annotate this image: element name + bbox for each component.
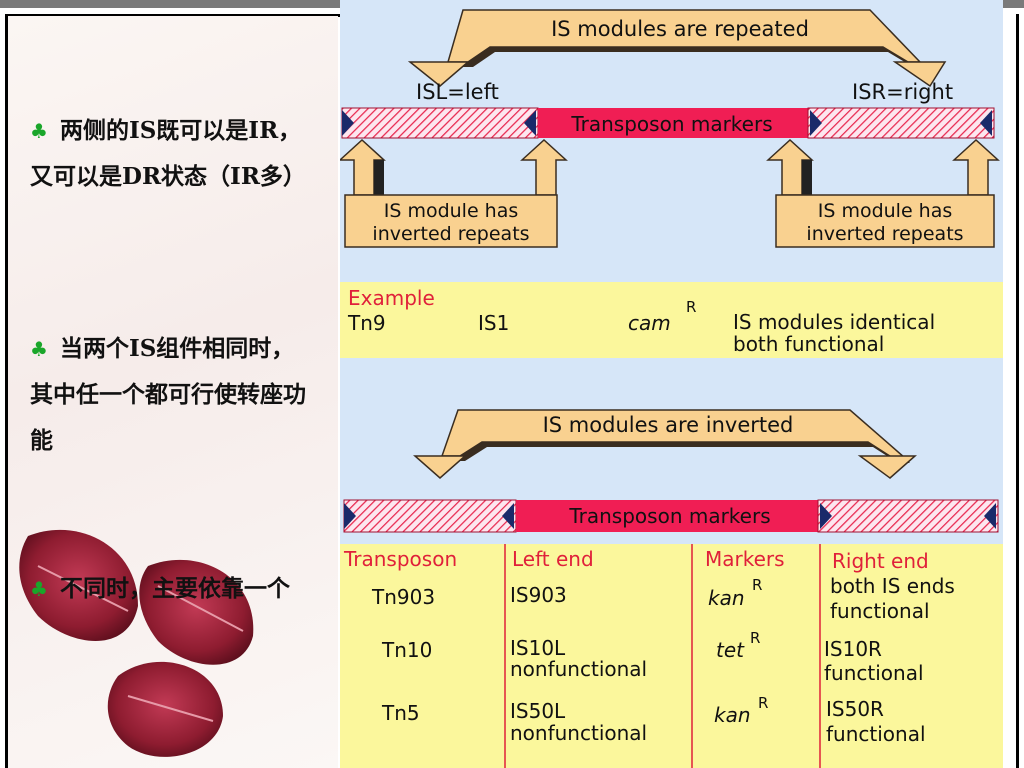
example-panel: Example Tn9 IS1 cam R IS modules identic…	[340, 282, 1003, 358]
bullet-item: ♣ 不同时，主要依靠一个	[30, 566, 315, 612]
example-marker-sup: R	[686, 298, 696, 316]
row-right-end: both IS ends	[830, 574, 955, 598]
table-header-markers: Markers	[705, 547, 785, 571]
row-transposon: Tn5	[381, 701, 420, 725]
left-inverted-repeat-callout: IS module has inverted repeats	[340, 138, 568, 248]
row-left-end-2: nonfunctional	[510, 657, 647, 681]
isl-label: ISL=left	[416, 80, 499, 104]
row-marker-sup: R	[752, 576, 762, 594]
club-bullet-icon: ♣	[30, 337, 48, 361]
frame-top-border	[5, 14, 340, 17]
top-marker-bar: Transposon markers	[341, 107, 995, 139]
inverted-arrow: IS modules are inverted	[413, 409, 917, 479]
bottom-marker-bar: Transposon markers	[343, 499, 999, 533]
row-right-end: IS10R	[824, 637, 882, 661]
row-marker: kan	[708, 586, 745, 610]
red-leaves-image	[19, 529, 254, 757]
row-left-end: IS903	[510, 583, 567, 607]
row-left-end: IS50L	[510, 699, 566, 723]
repeated-arrow-label: IS modules are repeated	[551, 17, 809, 41]
bullet-text: 当两个IS组件相同时，其中任一个都可行使转座功能	[30, 335, 306, 454]
frame-left-border	[5, 14, 8, 768]
table-header-right-end: Right end	[832, 549, 929, 573]
example-note-line2: both functional	[733, 332, 884, 356]
row-right-end-2: functional	[830, 599, 930, 623]
left-box-line2: inverted repeats	[372, 223, 529, 245]
row-right-end-2: functional	[824, 661, 924, 685]
repeated-arrow: IS modules are repeated	[407, 9, 947, 88]
example-title: Example	[348, 286, 435, 310]
example-marker: cam	[628, 311, 671, 335]
row-marker: tet	[716, 638, 745, 662]
inverted-arrow-label: IS modules are inverted	[543, 413, 794, 437]
row-left-end-2: nonfunctional	[510, 721, 647, 745]
example-note-line1: IS modules identical	[733, 310, 935, 334]
bullet-text: 不同时，主要依靠一个	[59, 575, 290, 602]
row-right-end-2: functional	[826, 722, 926, 746]
row-marker-sup: R	[750, 629, 760, 647]
bullet-item: ♣两侧的IS既可以是IR，又可以是DR状态（IR多）	[30, 108, 315, 200]
example-transposon: Tn9	[347, 311, 386, 335]
text-panel: ♣两侧的IS既可以是IR，又可以是DR状态（IR多） ♣当两个IS组件相同时，其…	[8, 16, 338, 768]
table-header-transposon: Transposon	[343, 547, 457, 571]
bullet-item: ♣当两个IS组件相同时，其中任一个都可行使转座功能	[30, 326, 315, 464]
bullet-text: 两侧的IS既可以是IR，又可以是DR状态（IR多）	[30, 117, 306, 190]
left-box-line1: IS module has	[384, 200, 519, 222]
row-right-end: IS50R	[826, 697, 884, 721]
transposon-diagram: IS modules are repeated ISL=left ISR=rig…	[340, 0, 1003, 768]
row-left-end: IS10L	[510, 636, 566, 660]
row-marker: kan	[714, 703, 751, 727]
frame-right-border	[1016, 14, 1019, 768]
right-box-line1: IS module has	[818, 200, 953, 222]
table-header-left-end: Left end	[512, 547, 594, 571]
isr-label: ISR=right	[852, 80, 953, 104]
club-bullet-icon: ♣	[30, 119, 48, 143]
row-transposon: Tn903	[371, 585, 435, 609]
right-box-line2: inverted repeats	[806, 223, 963, 245]
transposon-table: Transposon Left end Markers Right end Tn…	[340, 544, 1003, 768]
club-bullet-icon: ♣	[30, 577, 48, 601]
right-inverted-repeat-callout: IS module has inverted repeats	[766, 138, 1000, 248]
top-markers-label: Transposon markers	[570, 112, 772, 136]
row-transposon: Tn10	[381, 638, 432, 662]
example-is: IS1	[478, 311, 509, 335]
bottom-markers-label: Transposon markers	[568, 504, 770, 528]
row-marker-sup: R	[758, 694, 768, 712]
